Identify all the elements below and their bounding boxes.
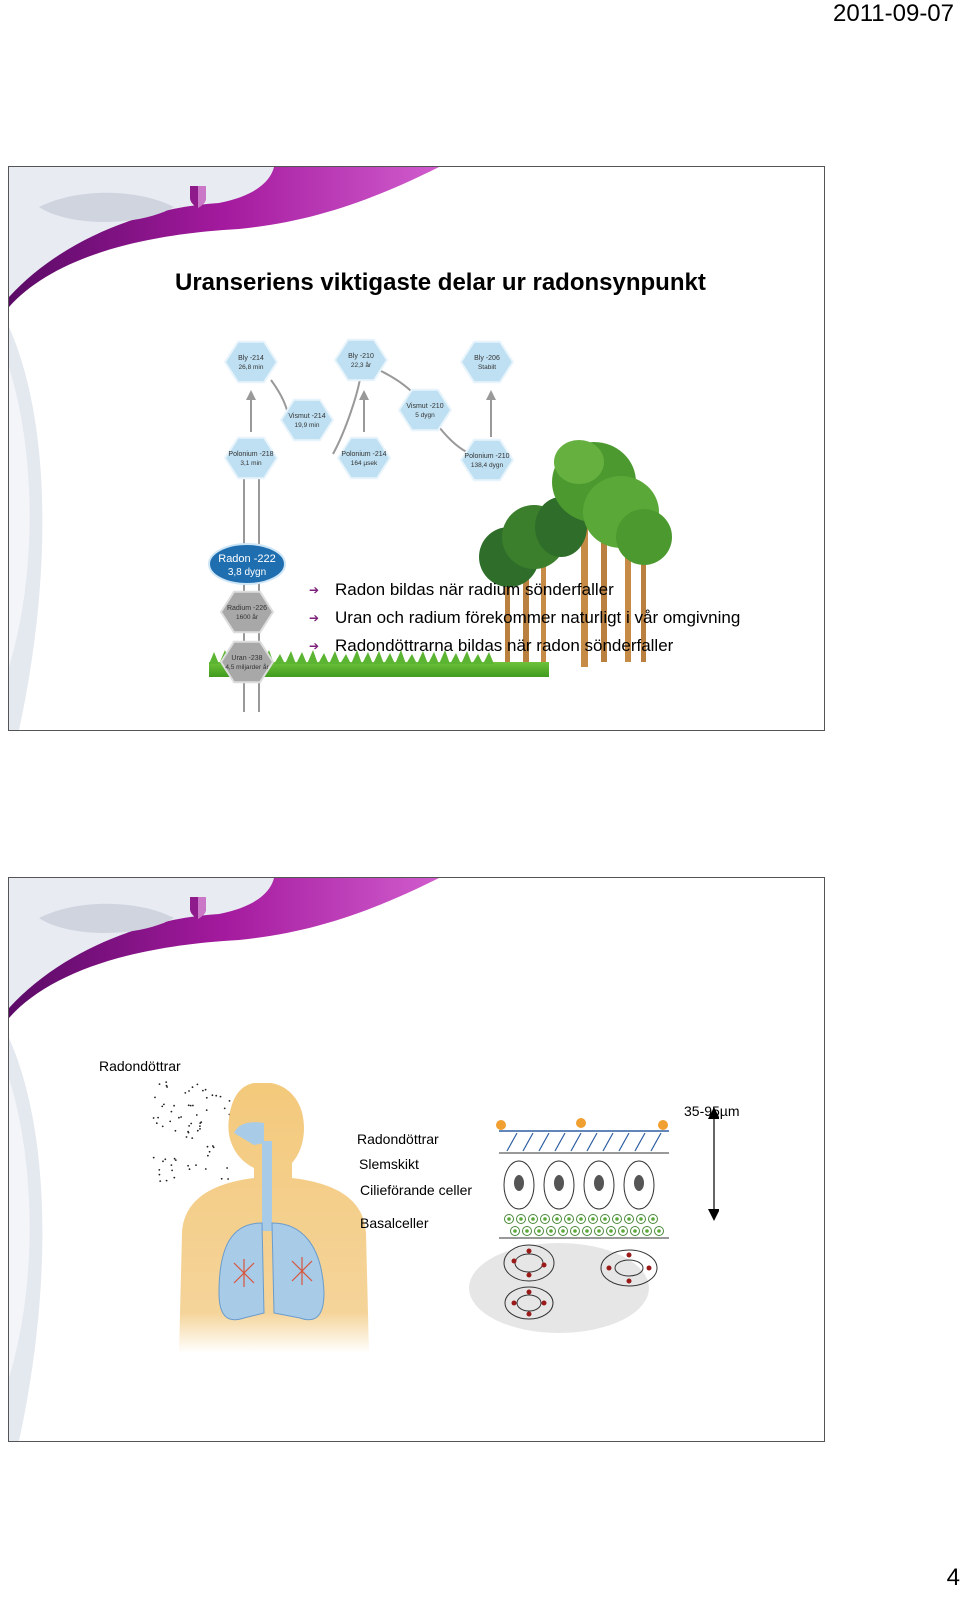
nuclide-halflife: 5 dygn (415, 412, 435, 419)
nuclide-halflife: 164 µsek (351, 460, 378, 467)
thickness-label: 35-95µm (684, 1103, 740, 1119)
nuclide-hexagon: Polonium -214 164 µsek (336, 436, 392, 480)
nuclide-halflife: 1600 år (236, 613, 259, 621)
nuclide-name: Vismut -214 (288, 413, 325, 420)
nuclide-halflife: 3,8 dygn (228, 567, 266, 578)
nuclide-halflife: 19,9 min (295, 422, 320, 429)
bullet-item: ➔Radondöttrarna bildas när radon sönderf… (309, 632, 740, 660)
nuclide-hexagon: Bly -214 26,8 min (223, 340, 279, 384)
nuclide-name: Bly -206 (474, 355, 500, 362)
nuclide-name: Radon -222 (218, 553, 276, 565)
radondottrar-label: Radondöttrar (99, 1058, 181, 1074)
nuclide-name: Radium -226 (227, 605, 267, 612)
slide-decoration (9, 167, 439, 730)
slide-radon-lungs: Radondöttrar Radondöttrar Slemskikt Cili… (8, 877, 825, 1442)
arrow-bullet-icon: ➔ (309, 611, 320, 625)
layer-label: Cilieförande celler (360, 1182, 473, 1198)
nuclide-hexagon: Vismut -210 5 dygn (397, 388, 453, 432)
slide-uranium-series: Uranseriens viktigaste delar ur radonsyn… (8, 166, 825, 731)
nuclide-name: Polonium -210 (464, 453, 509, 460)
nuclide-halflife: Stabilt (478, 364, 496, 371)
nuclide-name: Polonium -218 (228, 451, 273, 458)
nuclide-halflife: 3,1 min (240, 460, 262, 467)
page-number: 4 (946, 1564, 960, 1591)
nuclide-halflife: 4,5 miljarder år (225, 663, 269, 671)
nuclide-name: Bly -214 (238, 355, 264, 362)
nuclide-hexagon: Polonium -210 138,4 dygn (459, 438, 515, 482)
nuclide-name: Vismut -210 (406, 403, 443, 410)
nuclide-name: Uran -238 (231, 655, 262, 662)
bullet-item: ➔Radon bildas när radium sönderfaller (309, 576, 740, 604)
bullet-item: ➔Uran och radium förekommer naturligt i … (309, 604, 740, 632)
layer-label: Slemskikt (359, 1156, 419, 1172)
date-header: 2011-09-07 (833, 0, 954, 27)
layer-label: Basalceller (360, 1215, 429, 1231)
airway-epithelium-illustration (469, 1107, 719, 1333)
arrow-bullet-icon: ➔ (309, 639, 320, 653)
trees-illustration (479, 440, 672, 667)
shield-logo-icon (190, 897, 206, 919)
nuclide-hexagon: Vismut -214 19,9 min (279, 398, 335, 442)
human-torso-illustration (179, 1083, 369, 1353)
nuclide-hexagon: Polonium -218 3,1 min (223, 436, 279, 480)
radon-particles (152, 1081, 231, 1182)
bullet-list: ➔Radon bildas när radium sönderfaller ➔U… (309, 576, 740, 660)
shield-logo-icon (190, 186, 206, 208)
slide-decoration (9, 878, 439, 1441)
arrow-bullet-icon: ➔ (309, 583, 320, 597)
thickness-arrow-icon (708, 1107, 719, 1221)
nuclide-halflife: 22,3 år (351, 361, 372, 369)
nuclide-halflife: 26,8 min (239, 364, 264, 371)
nuclide-name: Polonium -214 (341, 451, 386, 458)
layer-label: Radondöttrar (357, 1131, 439, 1147)
nuclide-name: Bly -210 (348, 353, 374, 360)
nuclide-halflife: 138,4 dygn (471, 462, 504, 469)
slide-title: Uranseriens viktigaste delar ur radonsyn… (175, 269, 706, 296)
radon-ellipse: Radon -222 3,8 dygn (208, 543, 286, 585)
